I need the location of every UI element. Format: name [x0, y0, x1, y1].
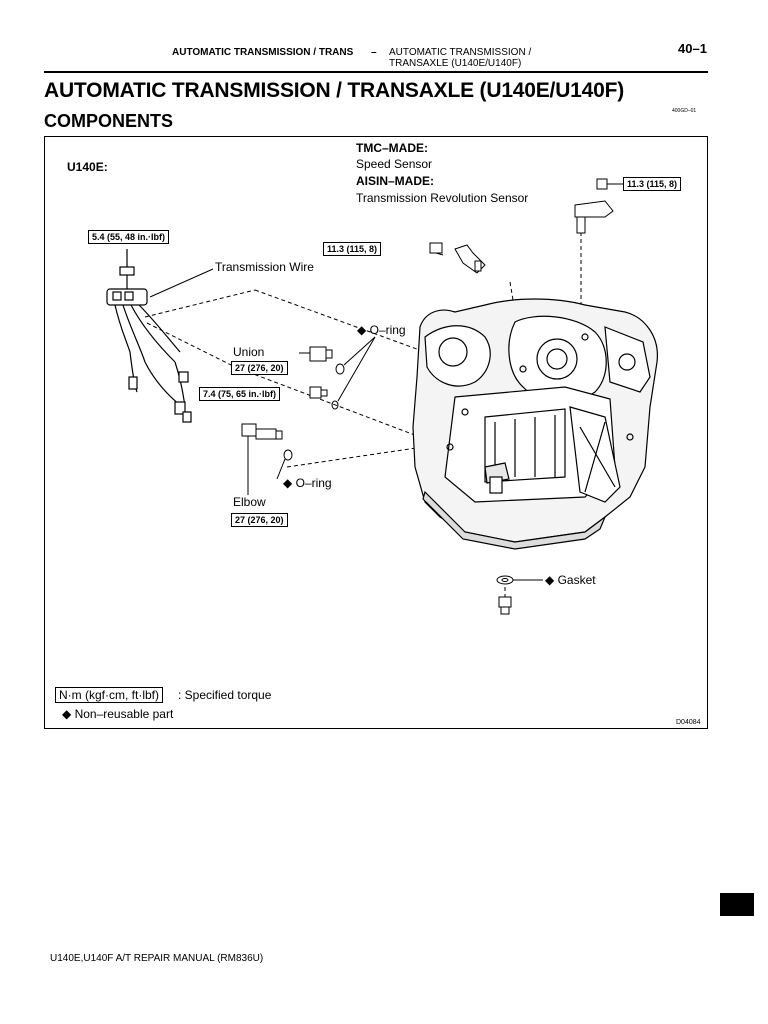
drain-plug-part	[496, 575, 514, 615]
torque-union: 27 (276, 20)	[231, 361, 288, 375]
page-number: 40–1	[678, 41, 707, 56]
figure-frame: U140E: TMC–MADE: Speed Sensor AISIN–MADE…	[44, 136, 708, 729]
section-title: COMPONENTS	[44, 111, 174, 131]
torque-wire-bolt: 5.4 (55, 48 in.·lbf)	[88, 230, 170, 244]
union-part	[299, 346, 345, 375]
torque-elbow: 27 (276, 20)	[231, 513, 288, 527]
speed-sensor-part	[429, 242, 486, 274]
union-label: Union	[233, 345, 265, 359]
header-subsection-line2: TRANSAXLE (U140E/U140F)	[389, 58, 522, 69]
elbow-label: Elbow	[233, 495, 266, 509]
reference-code: 400GD–01	[672, 108, 697, 114]
model-label: U140E:	[67, 160, 108, 174]
torque-revolution-sensor: 11.3 (115, 8)	[623, 177, 682, 191]
torque-speed-sensor: 11.3 (115, 8)	[323, 242, 382, 256]
oring-label-bottom: ◆ O–ring	[283, 476, 332, 490]
tmc-made-label: TMC–MADE:	[356, 141, 428, 155]
transmission-wire-harness	[106, 249, 192, 423]
header-rule	[44, 71, 708, 73]
legend-torque-desc: : Specified torque	[178, 688, 272, 702]
legend-torque-unit: N·m (kgf·cm, ft·lbf)	[55, 687, 163, 703]
section-thumb-tab	[720, 893, 754, 916]
page-footer: U140E,U140F A/T REPAIR MANUAL (RM836U)	[50, 953, 264, 964]
header-section: AUTOMATIC TRANSMISSION / TRANS	[172, 47, 354, 58]
speed-sensor-label: Speed Sensor	[356, 157, 433, 171]
transaxle-housing	[412, 298, 658, 550]
transmission-wire-label: Transmission Wire	[215, 260, 314, 274]
aisin-made-label: AISIN–MADE:	[356, 174, 435, 188]
components-diagram	[106, 178, 658, 615]
elbow-part	[241, 423, 293, 495]
plug-part	[309, 386, 339, 410]
revolution-sensor-part	[574, 178, 625, 234]
oring-label-top: ◆ O–ring	[357, 323, 406, 337]
header-dash: –	[371, 47, 377, 58]
torque-plug: 7.4 (75, 65 in.·lbf)	[199, 387, 281, 401]
gasket-label: ◆ Gasket	[545, 573, 596, 587]
figure-code: D04084	[676, 719, 701, 726]
page-title: AUTOMATIC TRANSMISSION / TRANSAXLE (U140…	[44, 79, 625, 102]
header-subsection-line1: AUTOMATIC TRANSMISSION /	[389, 47, 532, 58]
legend-non-reusable: ◆ Non–reusable part	[62, 707, 174, 721]
revolution-sensor-label: Transmission Revolution Sensor	[356, 191, 529, 205]
